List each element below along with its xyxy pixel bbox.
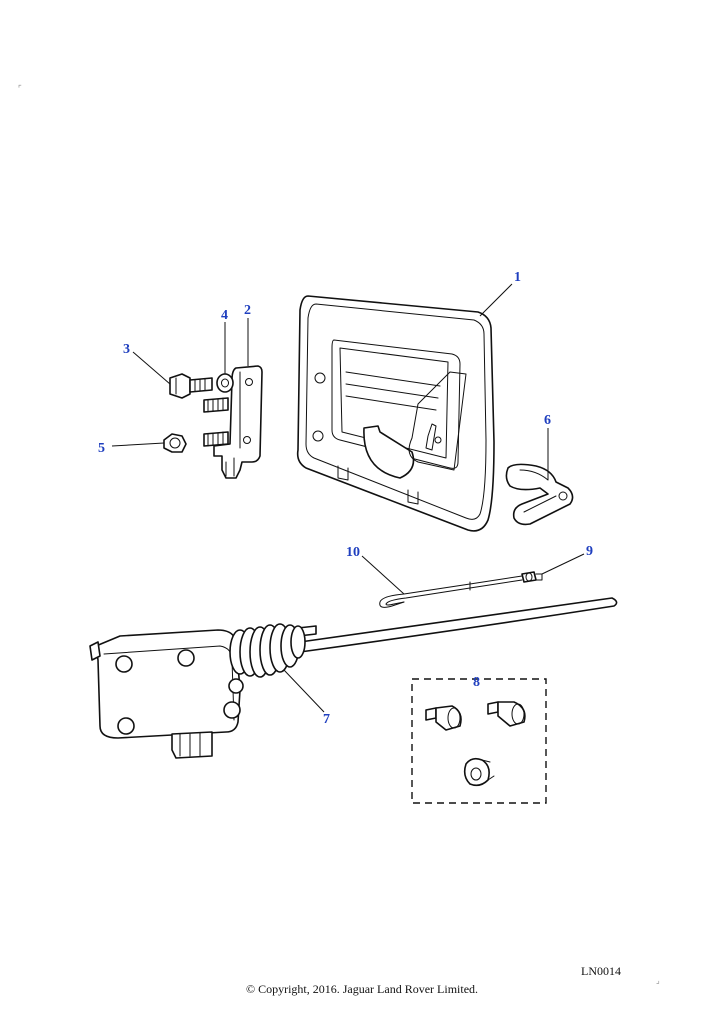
callout-5: 5: [98, 441, 105, 456]
callout-6: 6: [544, 413, 551, 428]
callout-1: 1: [514, 270, 521, 285]
part-8-kit[interactable]: [411, 678, 547, 804]
part-10-rod[interactable]: [379, 575, 523, 608]
crop-mark-bottom-right: ⌟: [656, 976, 660, 985]
callout-10: 10: [346, 545, 360, 560]
part-7-actuator[interactable]: [89, 597, 618, 759]
callout-labels: 1 2 3 4 5 6 7 8 9 10: [98, 270, 593, 727]
part-5-nut[interactable]: [163, 433, 187, 453]
part-1-handle-housing[interactable]: [296, 295, 495, 532]
callout-8: 8: [473, 675, 480, 690]
part-4-washer[interactable]: [216, 373, 234, 393]
part-6-clip[interactable]: [505, 463, 574, 526]
part-2-bracket[interactable]: [213, 365, 263, 479]
callout-3: 3: [123, 342, 130, 357]
part-9-rod-clip[interactable]: [521, 571, 543, 583]
callout-7: 7: [323, 712, 330, 727]
part-3-bolt[interactable]: [169, 373, 213, 399]
leader-lines: [111, 283, 585, 713]
crop-mark-top-left: ⌜: [18, 84, 22, 93]
callout-9: 9: [586, 544, 593, 559]
drawing-code: LN0014: [581, 964, 621, 978]
copyright-notice: © Copyright, 2016. Jaguar Land Rover Lim…: [245, 982, 479, 996]
callout-4: 4: [221, 308, 228, 323]
callout-2: 2: [244, 303, 251, 318]
bracket-studs: [203, 397, 229, 447]
